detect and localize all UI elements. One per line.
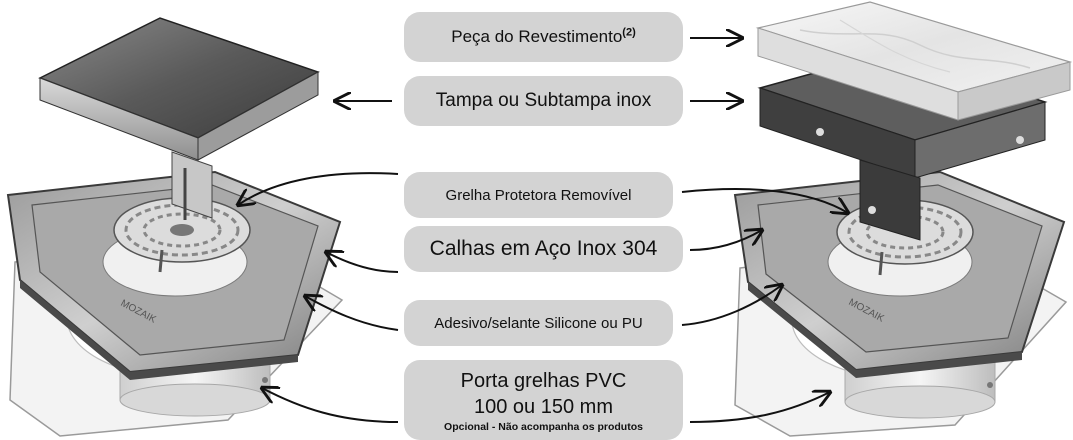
label-calhas-text: Calhas em Aço Inox 304 (429, 237, 658, 260)
label-revestimento-note: (2) (622, 26, 636, 39)
arrow-grelha-left (238, 172, 399, 205)
label-tampa: Tampa ou Subtampa inox (404, 76, 683, 126)
label-revestimento: Peça do Revestimento(2) (404, 12, 683, 62)
label-calhas: Calhas em Aço Inox 304 (404, 226, 683, 272)
label-porta-line1: Porta grelhas PVC (460, 370, 627, 392)
label-porta-note: Opcional - Não acompanha os produtos (444, 421, 643, 433)
label-grelha: Grelha Protetora Removível (404, 172, 673, 218)
right-marble-tile (755, 1, 1073, 121)
label-adesivo-text: Adesivo/selante Silicone ou PU (434, 314, 643, 332)
label-porta-grelhas: Porta grelhas PVC 100 ou 150 mm Opcional… (404, 360, 683, 440)
arrow-calhas-right (689, 230, 762, 251)
label-porta-line2: 100 ou 150 mm (474, 396, 613, 418)
right-assembly: MOZAIK (733, 1, 1073, 437)
label-revestimento-text: Peça do Revestimento (451, 27, 623, 46)
label-grelha-text: Grelha Protetora Removível (445, 186, 632, 204)
left-assembly: MOZAIK (6, 17, 344, 437)
arrow-calhas-left (326, 252, 399, 273)
arrow-grelha-right (681, 188, 848, 213)
arrow-adesivo-right (681, 285, 782, 326)
arrow-adesivo-left (305, 296, 399, 331)
arrow-porta-right (689, 392, 830, 423)
arrow-porta-left (262, 388, 399, 423)
left-lid (38, 17, 320, 220)
label-tampa-text: Tampa ou Subtampa inox (435, 90, 652, 111)
callout-arrows (238, 38, 848, 423)
label-adesivo: Adesivo/selante Silicone ou PU (404, 300, 673, 346)
